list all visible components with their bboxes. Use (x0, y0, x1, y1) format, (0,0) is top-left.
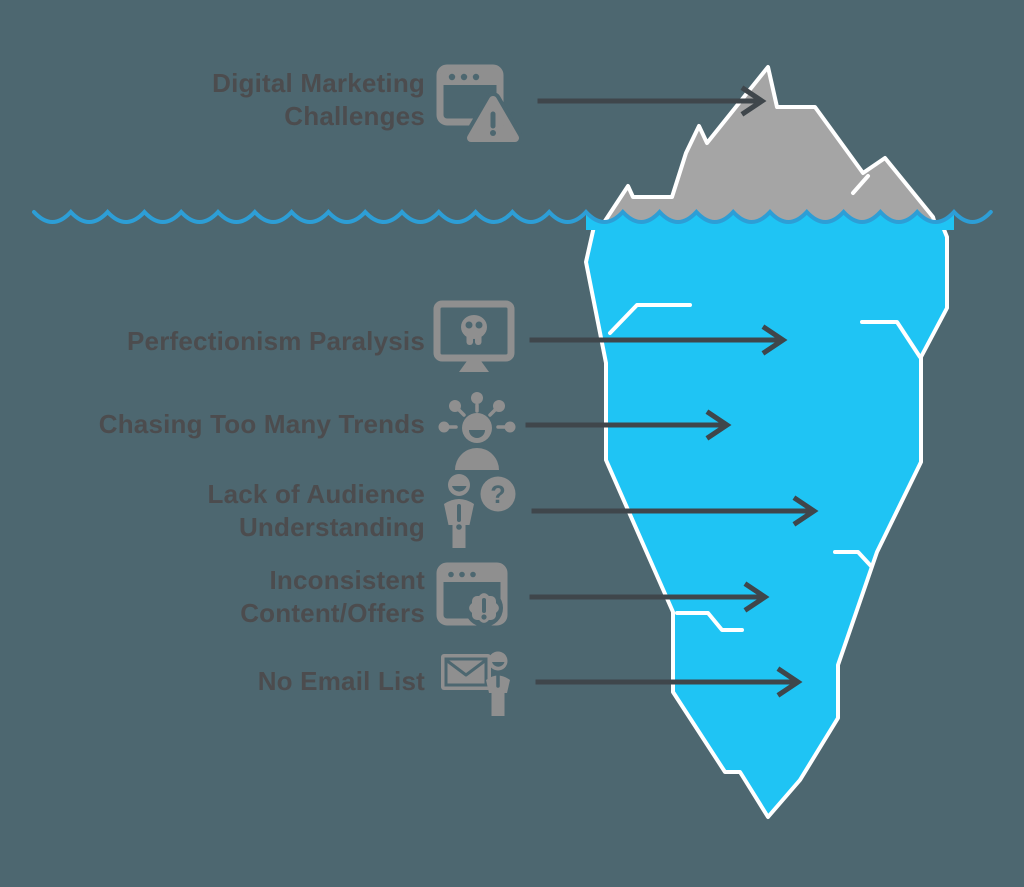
label-line: Content/Offers (240, 598, 425, 628)
label-line: Understanding (238, 512, 425, 542)
iceberg-above-water (601, 65, 937, 226)
arrow-inconsistent-content-offers (529, 581, 770, 613)
arrow-perfectionism-paralysis (529, 324, 788, 356)
label-chasing-too-many-trends: Chasing Too Many Trends (99, 408, 425, 441)
label-lack-of-audience-understanding: Lack of Audience Understanding (207, 478, 425, 544)
label-line: No Email List (257, 666, 425, 696)
browser-alert-icon (436, 64, 522, 146)
label-line: Perfectionism Paralysis (127, 326, 425, 356)
browser-gear-icon (436, 562, 508, 627)
overwhelmed-person-icon (438, 392, 516, 470)
label-line: Digital Marketing (212, 68, 425, 98)
arrow-no-email-list (535, 666, 803, 698)
waterline (32, 209, 993, 224)
iceberg-crack-lines (608, 303, 922, 632)
email-person-icon (441, 651, 510, 716)
mountain-accent-line (851, 174, 870, 195)
label-no-email-list: No Email List (258, 665, 425, 698)
label-inconsistent-content-offers: Inconsistent Content/Offers (240, 564, 425, 630)
monitor-skull-icon (433, 300, 515, 372)
person-question-icon: ? (444, 474, 516, 548)
label-digital-marketing-challenges: Digital Marketing Challenges (212, 67, 425, 133)
arrow-chasing-too-many-trends (525, 409, 732, 441)
arrow-digital-marketing-challenges (537, 85, 767, 117)
label-perfectionism-paralysis: Perfectionism Paralysis (127, 325, 425, 358)
water-surface-band (586, 212, 954, 230)
arrow-lack-of-audience-understanding (531, 495, 819, 527)
label-line: Inconsistent (269, 565, 425, 595)
iceberg-below-water (584, 220, 949, 819)
label-line: Challenges (284, 101, 425, 131)
svg-text:?: ? (490, 481, 505, 509)
label-line: Lack of Audience (207, 479, 425, 509)
label-line: Chasing Too Many Trends (98, 409, 425, 439)
